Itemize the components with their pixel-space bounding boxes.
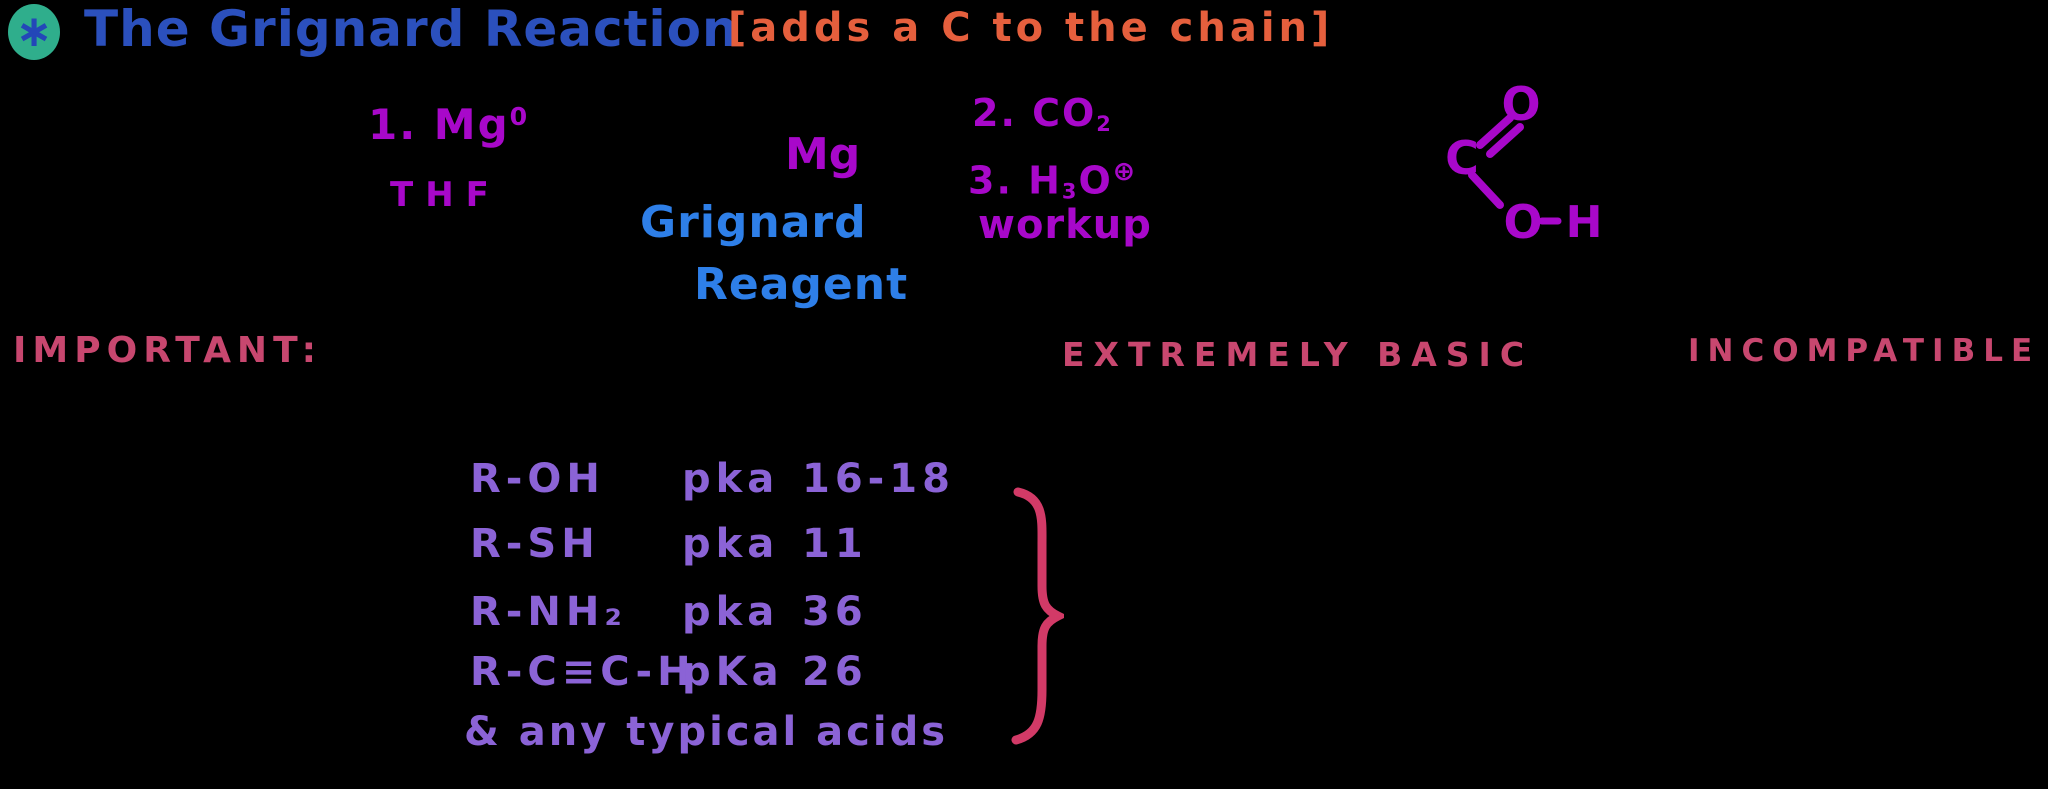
atom-h: H xyxy=(1566,197,1603,248)
title-annotation: [adds a C to the chain] xyxy=(728,5,1334,51)
pka-label: pka xyxy=(682,456,780,502)
pka-row: R-NH₂ pka 36 xyxy=(470,592,868,632)
asterisk-bullet-icon: ∗ xyxy=(8,4,60,60)
step-3-label: 3. H3O⊕ xyxy=(968,156,1138,204)
single-bond-line xyxy=(1468,171,1504,209)
step-2-text: 2. CO xyxy=(972,91,1097,135)
carboxylic-acid-structure: O C O H xyxy=(1445,77,1603,249)
extremely-basic-label: EXTREMELY BASIC xyxy=(1062,335,1534,374)
pka-formula: R-SH xyxy=(470,521,600,567)
pka-row: R-SH pka 11 xyxy=(470,524,868,564)
page-title: The Grignard Reaction xyxy=(84,0,739,58)
important-label: IMPORTANT: xyxy=(13,330,323,371)
step-3-oxygen: O xyxy=(1078,158,1113,203)
pka-value: 36 xyxy=(802,589,868,635)
step-1-solvent: THF xyxy=(390,175,501,215)
pka-row: R-OH pka 16-18 xyxy=(470,459,955,499)
step-3-text: 3. H xyxy=(968,158,1062,203)
asterisk-glyph: ∗ xyxy=(15,6,53,57)
pka-value: 16-18 xyxy=(802,456,955,502)
mg-oxidation-superscript: 0 xyxy=(509,102,530,132)
pka-formula: R-NH₂ xyxy=(470,589,627,635)
co2-subscript: 2 xyxy=(1096,112,1113,137)
grignard-label-line2: Reagent xyxy=(694,259,909,310)
incompatible-label: INCOMPATIBLE xyxy=(1688,333,2041,369)
h3o-subscript: 3 xyxy=(1061,179,1079,204)
pka-label: pka xyxy=(682,521,780,567)
pka-formula: R-C≡C-H xyxy=(470,649,696,695)
atom-o-top: O xyxy=(1501,77,1540,131)
double-bond-line2 xyxy=(1486,123,1524,158)
curly-brace-icon xyxy=(1011,487,1064,745)
curly-brace-path xyxy=(1011,487,1064,745)
step-2-label: 2. CO2 xyxy=(972,94,1113,135)
grignard-label-line1: Grignard xyxy=(640,197,867,248)
double-bond-line1 xyxy=(1476,114,1514,149)
step-1-label: 1. Mg0 xyxy=(368,104,529,146)
pka-label: pKa xyxy=(682,649,784,695)
atom-o-bottom: O xyxy=(1503,195,1542,249)
step-3-workup: workup xyxy=(978,202,1152,248)
pka-value: 11 xyxy=(802,521,868,567)
pka-formula: R-OH xyxy=(470,456,605,502)
circled-plus-icon: ⊕ xyxy=(1112,156,1138,187)
atom-c: C xyxy=(1445,131,1479,185)
pka-row: R-C≡C-HpKa 26 xyxy=(470,652,868,692)
pka-value: 26 xyxy=(802,649,868,695)
pka-footer: & any typical acids xyxy=(464,709,949,755)
step-1-text: 1. Mg xyxy=(368,100,510,149)
mg-symbol: Mg xyxy=(785,129,861,180)
pka-label: pka xyxy=(682,589,780,635)
